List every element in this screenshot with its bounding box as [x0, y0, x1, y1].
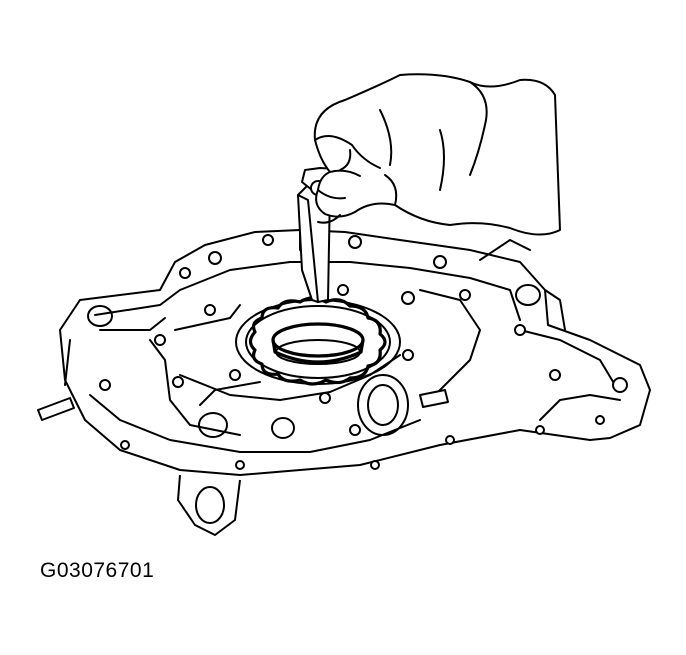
figure-code: G03076701	[40, 559, 155, 582]
hand	[313, 73, 561, 236]
pump-housing	[59, 229, 651, 476]
ports	[87, 284, 541, 439]
dowel-pins	[37, 389, 449, 421]
bolt-holes	[99, 234, 628, 470]
outlet-boss	[177, 474, 241, 536]
